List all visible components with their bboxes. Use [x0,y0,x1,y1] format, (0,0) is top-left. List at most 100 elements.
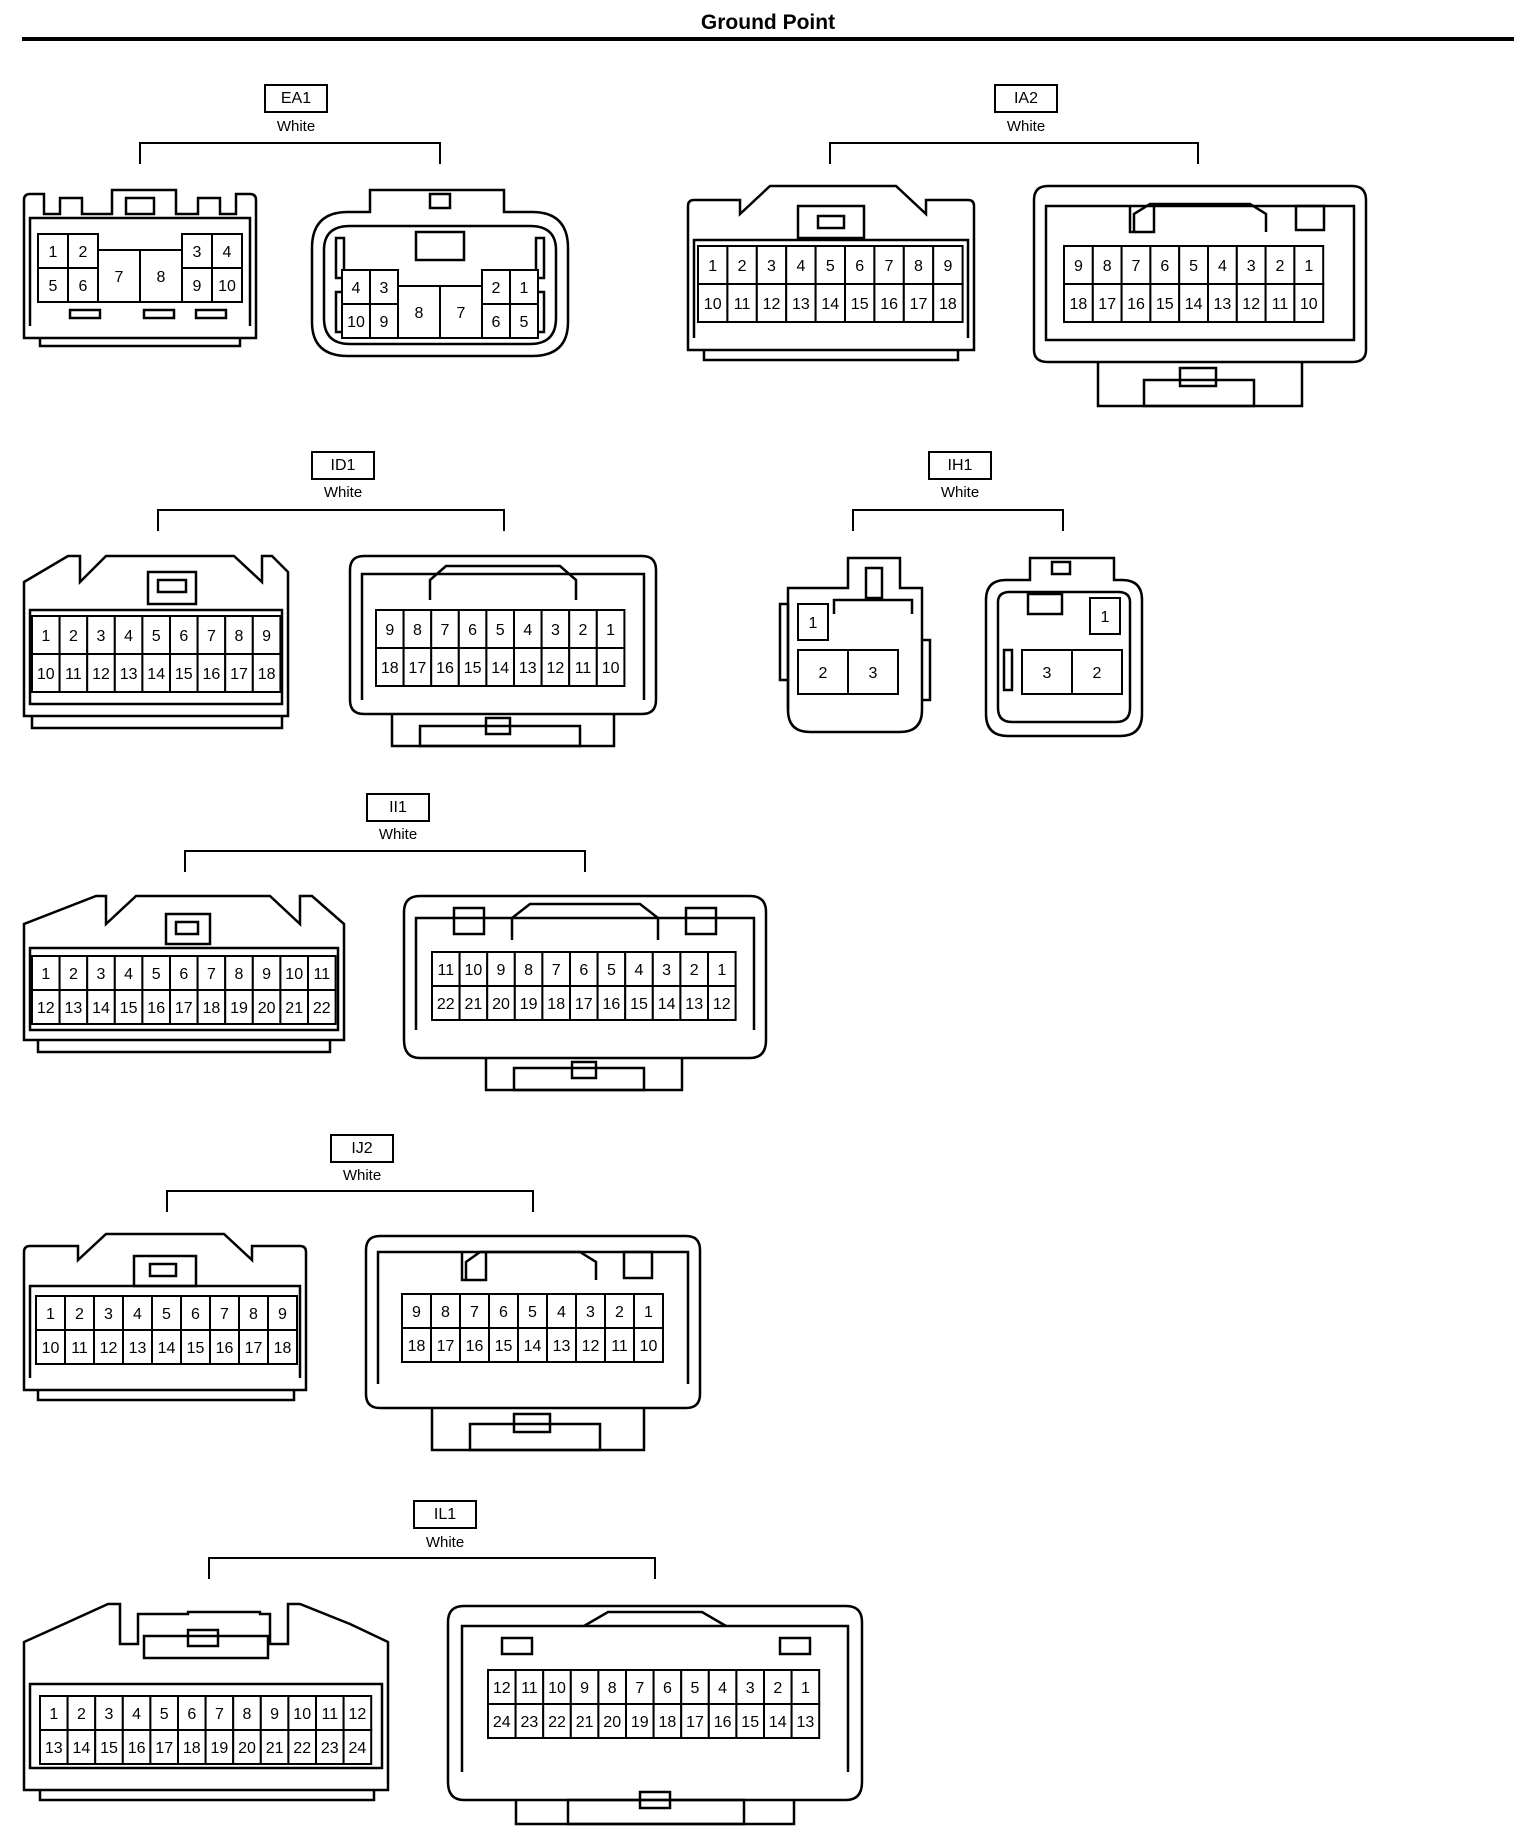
pin-number: 12 [547,660,565,677]
ij2-left-pin-2: 2 [64,1295,95,1331]
ii1-left-pin-13: 13 [58,989,89,1025]
pin-number: 2 [615,1304,624,1321]
pin-number: 9 [580,1680,589,1697]
pin-number: 14 [821,296,839,313]
ii1-left-pin-6: 6 [169,955,199,991]
ii1-right-pin-19: 19 [513,985,544,1021]
pin-number: 4 [124,628,133,645]
ij2-right-pin-6: 6 [488,1293,519,1329]
il1-left-pin-11: 11 [315,1695,345,1731]
id1-right-pin-10: 10 [595,647,626,687]
pin-number: 3 [97,628,106,645]
pin-number: 18 [274,1340,292,1357]
pin-number: 3 [380,280,389,297]
il1-left-pin-20: 20 [232,1729,262,1765]
pin-number: 3 [105,1706,114,1723]
pin-number: 10 [704,296,722,313]
il1-left-pin-5: 5 [149,1695,179,1731]
ea1-right-pin-8: 8 [397,285,441,339]
pin-number: 23 [521,1714,539,1731]
ia2-left-pin-9: 9 [932,245,964,285]
pin-number: 8 [608,1680,617,1697]
pin-number: 8 [249,1306,258,1323]
pin-number: 9 [262,966,271,983]
pin-number: 10 [293,1706,311,1723]
ea1-right-pin-5: 5 [509,303,539,339]
ia2-left-pin-8: 8 [902,245,935,285]
ea1-left-pin-1: 1 [37,233,69,269]
id1-right-pin-2: 2 [568,609,598,649]
ij2-right-pin-3: 3 [575,1293,606,1329]
il1-right-pin-22: 22 [542,1703,572,1739]
pin-number: 5 [152,628,161,645]
pin-number: 20 [603,1714,621,1731]
pin-number: 8 [914,258,923,275]
pin-number: 3 [1247,258,1256,275]
ii1-right-pin-13: 13 [679,985,710,1021]
connector-label-il1: IL1 [413,1500,477,1529]
pin-number: 3 [551,622,560,639]
pin-number: 8 [235,628,244,645]
ij2-right-pin-12: 12 [575,1327,606,1363]
id1-left-pin-14: 14 [141,653,171,693]
id1-left-pin-13: 13 [113,653,144,693]
id1-right-pin-12: 12 [540,647,571,687]
ij2-right-pin-4: 4 [546,1293,577,1329]
pin-number: 9 [412,1304,421,1321]
connector-label-ij2: IJ2 [330,1134,394,1163]
ih1-right-pin-1: 1 [1089,597,1121,635]
pin-number: 20 [258,1000,276,1017]
pin-number: 16 [466,1338,484,1355]
ea1-right-pin-10: 10 [341,303,371,339]
pin-number: 8 [1103,258,1112,275]
id1-left-pin-7: 7 [196,615,227,655]
ij2-left-pin-4: 4 [122,1295,153,1331]
pin-number: 19 [230,1000,248,1017]
id1-right-pin-6: 6 [457,609,488,649]
connector-color-ia2: White [1006,118,1046,135]
pin-number: 15 [495,1338,513,1355]
pin-number: 20 [238,1740,256,1757]
pin-number: 6 [579,962,588,979]
pin-number: 4 [133,1306,142,1323]
pin-number: 8 [157,269,166,286]
pin-number: 4 [223,244,232,261]
pin-number: 1 [1101,609,1110,626]
ea1-left-pin-8: 8 [139,249,183,303]
il1-left-pin-23: 23 [315,1729,345,1765]
ij2-left-pin-17: 17 [238,1329,269,1365]
pin-number: 4 [124,966,133,983]
pin-number: 18 [258,666,276,683]
ia2-right-pin-12: 12 [1235,283,1267,323]
ii1-right-pin-21: 21 [458,985,489,1021]
id1-left-pin-5: 5 [141,615,171,655]
il1-right-pin-10: 10 [542,1669,572,1705]
ij2-right-pin-13: 13 [546,1327,577,1363]
pin-number: 1 [717,962,726,979]
ea1-left-pin-5: 5 [37,267,69,303]
ii1-left-pin-8: 8 [224,955,254,991]
pin-number: 10 [640,1338,658,1355]
pin-number: 12 [37,1000,55,1017]
ea1-right-pin-3: 3 [369,269,399,305]
ih1-right-housing [984,556,1144,738]
pin-number: 9 [262,628,271,645]
pin-number: 7 [1132,258,1141,275]
pin-number: 4 [352,280,361,297]
pin-number: 9 [278,1306,287,1323]
pin-number: 22 [313,1000,331,1017]
pin-number: 13 [553,1338,571,1355]
pin-number: 21 [465,996,483,1013]
pin-number: 15 [120,1000,138,1017]
id1-left-pin-10: 10 [31,653,61,693]
pin-number: 19 [211,1740,229,1757]
pin-number: 5 [520,314,529,331]
ii1-left-pin-20: 20 [251,989,282,1025]
id1-left-pin-17: 17 [224,653,254,693]
pin-number: 11 [437,962,454,979]
bracket-il1 [208,1557,656,1579]
ia2-left-pin-6: 6 [844,245,876,285]
ia2-left-pin-18: 18 [932,283,964,323]
connector-color-ih1: White [940,484,980,501]
ij2-right-pin-14: 14 [517,1327,548,1363]
